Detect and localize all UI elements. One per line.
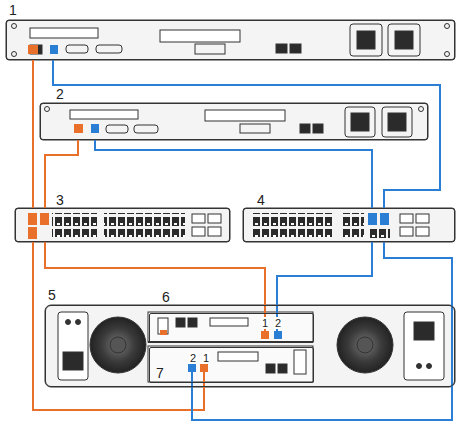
controller-module: 612 — [149, 313, 314, 343]
callout-number: 4 — [257, 192, 265, 208]
switch-box: 4 — [243, 208, 455, 242]
port-number: 2 — [274, 317, 282, 329]
server-box: 1 — [6, 20, 455, 60]
network-cable — [277, 242, 372, 313]
server-1-details — [6, 20, 455, 60]
callout-number: 2 — [56, 86, 64, 102]
controller-module: 7 21 — [149, 347, 314, 383]
port-number: 2 — [189, 352, 197, 364]
callout-number: 7 — [156, 365, 164, 381]
network-cable — [53, 60, 440, 208]
switch-box: 3 — [15, 208, 230, 242]
port-number: 1 — [202, 352, 210, 364]
server-2-details — [40, 103, 428, 140]
enclosure-details — [45, 305, 455, 387]
network-cable — [45, 242, 265, 313]
network-cable — [33, 242, 204, 410]
network-cable — [45, 140, 78, 208]
server-box: 2 — [40, 103, 428, 140]
callout-number: 3 — [56, 192, 64, 208]
network-cable — [192, 242, 452, 420]
callout-number: 6 — [162, 289, 170, 305]
callout-number: 5 — [48, 287, 56, 303]
storage-enclosure: 5612721 — [45, 305, 455, 387]
network-cable — [95, 140, 372, 208]
switch-details — [15, 208, 455, 242]
network-cable — [32, 60, 34, 208]
port-number: 1 — [261, 317, 269, 329]
callout-number: 1 — [9, 2, 17, 18]
